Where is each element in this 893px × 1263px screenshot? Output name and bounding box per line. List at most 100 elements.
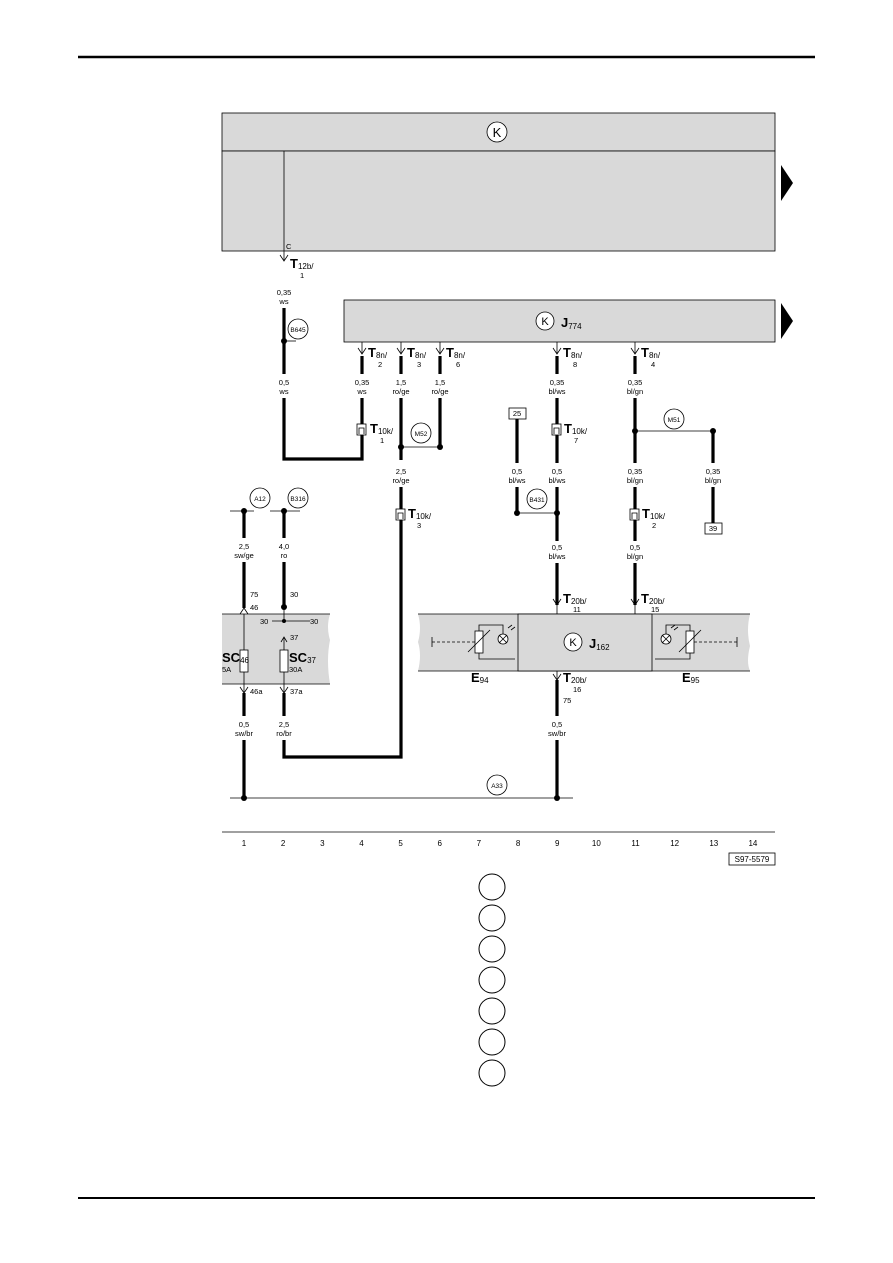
svg-text:T20b/: T20b/ bbox=[563, 591, 587, 606]
svg-text:T8n/: T8n/ bbox=[641, 345, 661, 360]
svg-text:46a: 46a bbox=[250, 687, 263, 696]
column-number: 3 bbox=[320, 839, 325, 848]
svg-text:0,5: 0,5 bbox=[552, 543, 562, 552]
legend-circle bbox=[478, 1028, 506, 1056]
svg-text:4: 4 bbox=[651, 360, 655, 369]
svg-text:bl/ws: bl/ws bbox=[508, 476, 525, 485]
svg-text:T8n/: T8n/ bbox=[407, 345, 427, 360]
j774-letter: J bbox=[561, 315, 568, 330]
top-control-unit-box: K bbox=[221, 112, 776, 252]
column-number: 2 bbox=[281, 839, 286, 848]
sc37-letter: SC bbox=[289, 650, 308, 665]
svg-text:0,35: 0,35 bbox=[706, 467, 721, 476]
svg-text:ro: ro bbox=[281, 551, 288, 560]
svg-text:46: 46 bbox=[250, 603, 258, 612]
svg-text:T12b/: T12b/ bbox=[290, 256, 314, 271]
svg-text:3: 3 bbox=[417, 360, 421, 369]
column-number: 10 bbox=[592, 839, 601, 848]
svg-text:ro/ge: ro/ge bbox=[431, 387, 448, 396]
svg-text:T10k/: T10k/ bbox=[642, 506, 666, 521]
k-symbol-icon: K bbox=[541, 316, 549, 328]
svg-text:1: 1 bbox=[300, 271, 304, 280]
svg-text:ro/ge: ro/ge bbox=[392, 387, 409, 396]
svg-text:16: 16 bbox=[573, 685, 581, 694]
svg-text:0,35: 0,35 bbox=[628, 378, 643, 387]
svg-text:0,5: 0,5 bbox=[512, 467, 522, 476]
svg-text:bl/ws: bl/ws bbox=[548, 476, 565, 485]
svg-text:sw/br: sw/br bbox=[548, 729, 566, 738]
column-number: 11 bbox=[631, 839, 640, 848]
sc46-letter: SC bbox=[222, 650, 241, 665]
svg-text:8: 8 bbox=[573, 360, 577, 369]
sc37-rating: 30A bbox=[289, 665, 302, 674]
svg-text:bl/gn: bl/gn bbox=[627, 552, 643, 561]
legend-circle bbox=[478, 873, 506, 901]
ref-39: 39 bbox=[709, 524, 717, 533]
column-number: 12 bbox=[670, 839, 679, 848]
svg-text:0,35: 0,35 bbox=[628, 467, 643, 476]
column-number: 4 bbox=[359, 839, 364, 848]
continuation-arrow-icon bbox=[781, 165, 793, 201]
svg-text:1,5: 1,5 bbox=[435, 378, 445, 387]
svg-text:bl/ws: bl/ws bbox=[548, 387, 565, 396]
control-unit-j162: K J162 bbox=[418, 613, 750, 672]
e95-letter: E bbox=[682, 670, 691, 685]
svg-text:0,5: 0,5 bbox=[552, 720, 562, 729]
svg-text:ro/ge: ro/ge bbox=[392, 476, 409, 485]
svg-text:T8n/: T8n/ bbox=[368, 345, 388, 360]
svg-text:T10k/: T10k/ bbox=[370, 421, 394, 436]
k-symbol-icon: K bbox=[569, 637, 577, 649]
svg-text:2,5: 2,5 bbox=[279, 720, 289, 729]
svg-text:SC46: SC46 bbox=[222, 650, 250, 665]
column-number: 6 bbox=[438, 839, 443, 848]
svg-text:2,5: 2,5 bbox=[396, 467, 406, 476]
svg-text:0,5: 0,5 bbox=[630, 543, 640, 552]
column-number: 13 bbox=[709, 839, 718, 848]
svg-text:0,5: 0,5 bbox=[279, 378, 289, 387]
svg-text:30: 30 bbox=[260, 617, 268, 626]
legend-circle bbox=[478, 966, 506, 994]
svg-text:75: 75 bbox=[250, 590, 258, 599]
node-m51: M51 bbox=[668, 417, 681, 424]
svg-text:3: 3 bbox=[417, 521, 421, 530]
legend-circle bbox=[478, 997, 506, 1025]
j162-number: 162 bbox=[596, 643, 610, 652]
svg-text:2: 2 bbox=[378, 360, 382, 369]
node-m52: M52 bbox=[415, 431, 428, 438]
svg-text:ro/br: ro/br bbox=[276, 729, 292, 738]
node-a12: A12 bbox=[254, 496, 266, 503]
sc46-rating: 5A bbox=[222, 665, 231, 674]
svg-text:37a: 37a bbox=[290, 687, 303, 696]
svg-text:bl/gn: bl/gn bbox=[705, 476, 721, 485]
svg-text:T8n/: T8n/ bbox=[446, 345, 466, 360]
j162-letter: J bbox=[589, 636, 596, 651]
column-number: 5 bbox=[398, 839, 403, 848]
svg-text:sw/br: sw/br bbox=[235, 729, 253, 738]
column-number: 7 bbox=[477, 839, 482, 848]
svg-text:75: 75 bbox=[563, 696, 571, 705]
svg-text:bl/gn: bl/gn bbox=[627, 387, 643, 396]
e95-number: 95 bbox=[691, 676, 700, 685]
svg-text:37: 37 bbox=[290, 633, 298, 642]
svg-text:2: 2 bbox=[652, 521, 656, 530]
control-unit-j774: K J774 bbox=[343, 299, 776, 343]
legend-circle bbox=[478, 904, 506, 932]
sc37-number: 37 bbox=[307, 656, 316, 665]
svg-text:J162: J162 bbox=[589, 636, 610, 652]
node-b316: B316 bbox=[290, 496, 306, 503]
svg-text:11: 11 bbox=[573, 605, 581, 614]
svg-text:E95: E95 bbox=[682, 670, 700, 685]
svg-text:6: 6 bbox=[456, 360, 460, 369]
column-number: 8 bbox=[516, 839, 521, 848]
svg-text:15: 15 bbox=[651, 605, 659, 614]
svg-text:ws: ws bbox=[356, 387, 366, 396]
svg-text:T10k/: T10k/ bbox=[564, 421, 588, 436]
svg-text:0,35: 0,35 bbox=[550, 378, 565, 387]
svg-text:30: 30 bbox=[310, 617, 318, 626]
svg-text:SC37: SC37 bbox=[289, 650, 317, 665]
svg-text:bl/ws: bl/ws bbox=[548, 552, 565, 561]
node-b431: B431 bbox=[529, 497, 545, 504]
svg-text:sw/ge: sw/ge bbox=[234, 551, 254, 560]
svg-text:0,35: 0,35 bbox=[277, 288, 292, 297]
